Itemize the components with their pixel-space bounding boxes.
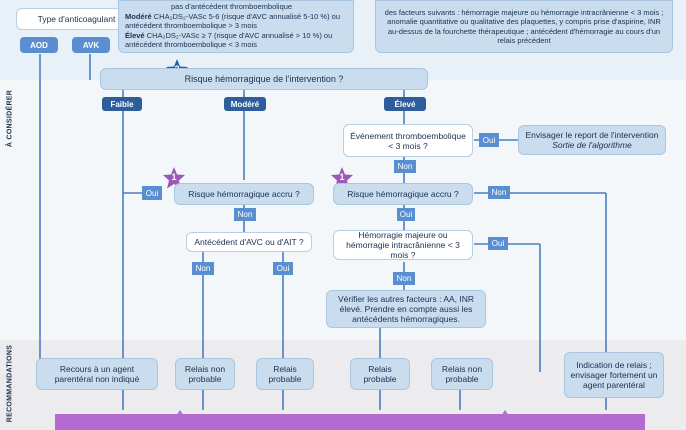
non-avc-label: Non [192, 262, 214, 275]
modere-pill[interactable]: Modéré [224, 97, 266, 111]
accrued-risk-question-right: Risque hémorragique accru ? [333, 183, 473, 205]
thrombo-event-question: Événement thromboembolique < 3 mois ? [343, 124, 473, 157]
eleve-label: Élevé [125, 30, 145, 40]
modere-text: CHA₂DS₂-VASc 5-6 (risque d'AVC annualisé… [125, 11, 340, 31]
hemorrhage-question: Hémorragie majeure ou hémorragie intracr… [333, 230, 473, 260]
risk-line1: pas d'antécédent thromboembolique [171, 2, 293, 11]
risk-modere: Modéré CHA₂DS₂-VASc 5-6 (risque d'AVC an… [125, 12, 347, 31]
faible-pill[interactable]: Faible [102, 97, 142, 111]
oui-avc-label: Oui [273, 262, 293, 275]
oui-hemorrhage-label: Oui [488, 237, 508, 250]
factors-box: des facteurs suivants : hémorragie majeu… [375, 0, 673, 53]
rec-relais-probable-1: Relais probable [256, 358, 314, 390]
rec-relais-probable-2: Relais probable [350, 358, 410, 390]
non-event-label: Non [394, 160, 416, 173]
badge-1-right-number: 1 [339, 172, 345, 182]
avk-pill[interactable]: AVK [72, 37, 110, 53]
eleve-pill[interactable]: Élevé [384, 97, 426, 111]
verify-factors-box: Vérifier les autres facteurs : AA, INR é… [326, 290, 486, 328]
non-left-label: Non [234, 208, 256, 221]
rec-no-parenteral: Recours à un agent parentéral non indiqu… [36, 358, 158, 390]
exit-algorithm-text: Sortie de l'algorithme [552, 140, 632, 150]
oui-right-label: Oui [397, 208, 415, 221]
risk-thrombo-box: pas d'antécédent thromboembolique Modéré… [118, 0, 354, 53]
risk-eleve: Élevé CHA₂DS₂-VASc ≥ 7 (risque d'AVC ann… [125, 31, 347, 50]
aod-pill[interactable]: AOD [20, 37, 58, 53]
accrued-risk-question-left: Risque hémorragique accru ? [174, 183, 314, 205]
postpone-box: Envisager le report de l'intervention So… [518, 125, 666, 155]
badge-1-left-number: 1 [171, 172, 177, 182]
modere-label: Modéré [125, 11, 152, 21]
rec-relais-non-probable-1: Relais non probable [175, 358, 235, 390]
avc-question: Antécédent d'AVC ou d'AIT ? [186, 232, 312, 252]
eleve-text: CHA₂DS₂-VASc ≥ 7 (risque d'AVC annualisé… [125, 30, 333, 50]
non-right-label: Non [488, 186, 510, 199]
oui-event-label: Oui [479, 133, 499, 147]
oui-left-label: Oui [142, 186, 162, 200]
rec-relais-non-probable-2: Relais non probable [431, 358, 493, 390]
non-hemorrhage-label: Non [393, 272, 415, 285]
risk-intervention-question: Risque hémorragique de l'intervention ? [100, 68, 428, 90]
rec-indication-relais: Indication de relais ; envisager forteme… [564, 352, 664, 398]
postpone-text: Envisager le report de l'intervention [525, 130, 659, 140]
